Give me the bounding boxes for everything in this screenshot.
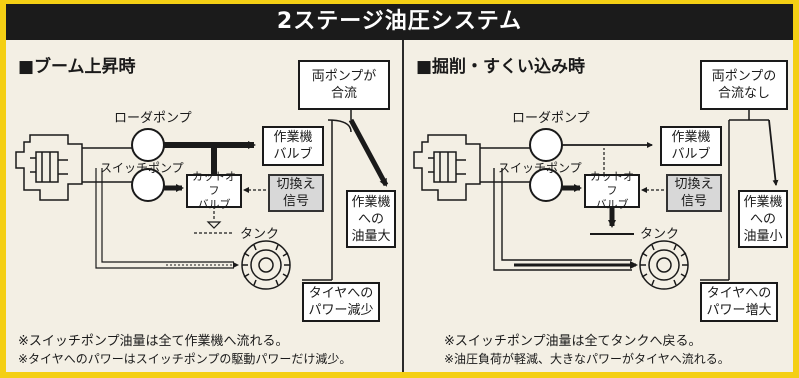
flow-volume-line-3: 油量小 (743, 228, 783, 244)
tire-icon (639, 240, 689, 290)
panel-boom-raise: ■ブーム上昇時 両ポンプが 合流 ローダポンプ スイッチポンプ 作業機 バルブ … (6, 40, 402, 372)
small-flow-arrow (768, 119, 779, 186)
cutoff-valve-line-1: カットオフ (590, 170, 634, 197)
tank-label: タンク (240, 227, 280, 242)
loader-pump-label: ローダポンプ (114, 111, 192, 126)
cutoff-valve-line-2: バルブ (197, 198, 231, 211)
flow-volume-line-2: への (749, 211, 776, 227)
switch-pump-label: スイッチポンプ (498, 161, 582, 175)
merge-box: 両ポンプが 合流 (298, 60, 390, 110)
note-1: ※スイッチポンプ油量は全て作業機へ流れる。 (18, 334, 289, 349)
switch-pump-icon (529, 168, 563, 202)
tire-power-line-2: パワー増大 (706, 303, 772, 318)
tire-icon (241, 240, 291, 290)
switch-signal-line-1: 切換え (674, 177, 714, 192)
work-valve-line-1: 作業機 (671, 130, 711, 145)
work-valve-line-2: バルブ (273, 147, 313, 162)
cutoff-valve-line-1: カットオフ (192, 170, 236, 197)
switch-pump-label: スイッチポンプ (100, 161, 184, 175)
diagram-title: 2ステージ油圧システム (276, 9, 523, 34)
work-valve-box: 作業機 バルブ (262, 126, 324, 166)
merge-line-1: 両ポンプが (311, 69, 377, 84)
note-2: ※油圧負荷が軽減、大きなパワーがタイヤへ流れる。 (444, 352, 730, 366)
panel-divider (402, 40, 404, 372)
flow-volume-box: 作業機 への 油量大 (346, 190, 396, 248)
boom-raise-schematic (15, 110, 389, 290)
switch-signal-line-2: 信号 (282, 194, 309, 209)
flow-volume-line-1: 作業機 (351, 194, 391, 210)
cutoff-valve-line-2: バルブ (595, 198, 629, 211)
loader-pump-label: ローダポンプ (512, 111, 590, 126)
flow-volume-line-3: 油量大 (351, 228, 391, 244)
merge-line-2: 合流なし (717, 86, 770, 101)
drive-line-outer (95, 168, 234, 269)
merge-box: 両ポンプの 合流なし (700, 60, 788, 110)
tank-arrowhead (206, 221, 222, 229)
switch-pump-icon (131, 168, 165, 202)
switch-signal-line-1: 切換え (276, 177, 316, 192)
merge-line-1: 両ポンプの (711, 69, 777, 84)
cutoff-valve-box: カットオフ バルブ (584, 170, 640, 211)
switch-signal-box: 切換え 信号 (268, 174, 324, 212)
tire-power-line-1: タイヤへの (308, 286, 374, 301)
flow-volume-box: 作業機 への 油量小 (738, 190, 788, 248)
drive-line-inner (501, 168, 632, 261)
cutoff-valve-box: カットオフ バルブ (186, 170, 242, 211)
heading-boom-raise: ■ブーム上昇時 (18, 57, 136, 77)
loader-pump-icon (529, 128, 563, 162)
diagram-frame: 2ステージ油圧システム (6, 4, 793, 372)
tire-power-line-2: パワー減少 (308, 303, 374, 318)
switch-signal-box: 切換え 信号 (666, 174, 722, 212)
work-valve-line-1: 作業機 (273, 130, 313, 145)
note-2: ※タイヤへのパワーはスイッチポンプの駆動パワーだけ減少。 (18, 352, 352, 366)
heading-digging: ■掘削・すくい込み時 (416, 57, 586, 77)
title-bar: 2ステージ油圧システム (6, 4, 793, 40)
loader-pump-icon (131, 128, 165, 162)
engine-icon (15, 134, 83, 201)
digging-schematic (413, 110, 779, 290)
work-valve-box: 作業機 バルブ (660, 126, 722, 166)
large-flow-arrow (348, 118, 389, 187)
flow-volume-line-1: 作業機 (743, 194, 783, 210)
switch-signal-line-2: 信号 (680, 194, 707, 209)
merge-line-2: 合流 (330, 86, 357, 101)
flow-volume-line-2: への (357, 211, 384, 227)
tire-power-line-1: タイヤへの (706, 286, 772, 301)
drive-line-outer (493, 168, 632, 271)
tire-power-box: タイヤへの パワー増大 (700, 282, 778, 322)
tire-power-box: タイヤへの パワー減少 (302, 282, 380, 322)
drive-line-inner (101, 168, 234, 263)
note-1: ※スイッチポンプ油量は全てタンクへ戻る。 (444, 334, 702, 349)
engine-icon (413, 134, 481, 201)
panel-digging: ■掘削・すくい込み時 両ポンプの 合流なし ローダポンプ スイッチポンプ 作業機… (404, 40, 793, 372)
work-valve-line-2: バルブ (671, 147, 711, 162)
tank-label: タンク (640, 227, 680, 242)
